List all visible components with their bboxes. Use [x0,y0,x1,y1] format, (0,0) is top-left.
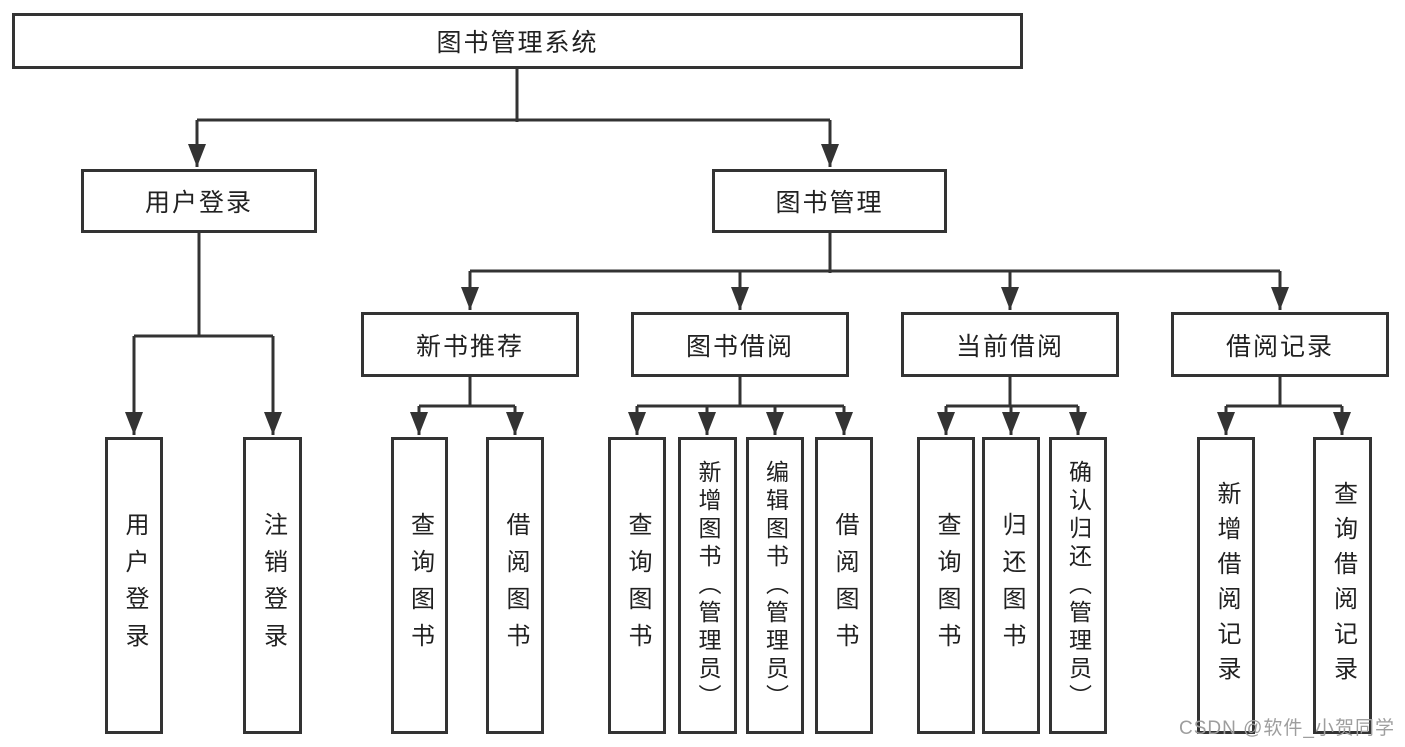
node-new-book-recommend: 新书推荐 [361,312,579,377]
node-book-borrow-label: 图书借阅 [685,332,794,361]
node-new-book-recommend-label: 新书推荐 [415,332,524,361]
leaf-add-books-admin: 新增图书（管理员） [678,437,737,734]
leaf-query-books-3: 查询图书 [917,437,975,734]
leaf-add-borrow-record-label: 新增借阅记录 [1213,480,1240,691]
leaf-logout: 注销登录 [243,437,302,734]
leaf-query-books-3-label: 查询图书 [933,511,960,660]
leaf-query-books-2-label: 查询图书 [624,511,651,660]
leaf-borrow-books-1: 借阅图书 [486,437,544,734]
node-user-login-label: 用户登录 [144,189,253,217]
node-library-system: 图书管理系统 [12,13,1023,69]
leaf-query-borrow-record: 查询借阅记录 [1313,437,1372,734]
leaf-confirm-return-admin: 确认归还（管理员） [1049,437,1107,734]
leaf-query-books-1: 查询图书 [391,437,448,734]
leaf-user-login: 用户登录 [105,437,163,734]
node-book-borrow: 图书借阅 [631,312,849,377]
leaf-return-books-label: 归还图书 [998,511,1025,660]
leaf-add-books-admin-label: 新增图书（管理员） [695,459,721,712]
leaf-confirm-return-admin-label: 确认归还（管理员） [1065,459,1092,712]
leaf-edit-books-admin: 编辑图书（管理员） [746,437,804,734]
node-user-login: 用户登录 [81,169,317,233]
leaf-borrow-books-2-label: 借阅图书 [831,511,858,660]
leaf-query-borrow-record-label: 查询借阅记录 [1329,480,1357,691]
leaf-add-borrow-record: 新增借阅记录 [1197,437,1255,734]
leaf-query-books-1-label: 查询图书 [406,511,434,660]
node-library-system-label: 图书管理系统 [436,29,599,57]
leaf-user-login-label: 用户登录 [121,511,148,660]
leaf-edit-books-admin-label: 编辑图书（管理员） [762,459,789,712]
leaf-logout-label: 注销登录 [259,511,287,660]
node-current-borrow: 当前借阅 [901,312,1119,377]
arrowheads [125,120,1351,435]
node-borrow-records: 借阅记录 [1171,312,1389,377]
node-book-management-label: 图书管理 [775,189,884,217]
node-current-borrow-label: 当前借阅 [955,332,1064,361]
leaf-return-books: 归还图书 [982,437,1040,734]
tree-branch-lines [134,69,1342,408]
node-borrow-records-label: 借阅记录 [1225,332,1334,361]
leaf-borrow-books-1-label: 借阅图书 [502,511,529,660]
leaf-query-books-2: 查询图书 [608,437,666,734]
csdn-watermark: CSDN @软件_小贺同学 [1179,718,1395,739]
leaf-borrow-books-2: 借阅图书 [815,437,873,734]
node-book-management: 图书管理 [712,169,947,233]
